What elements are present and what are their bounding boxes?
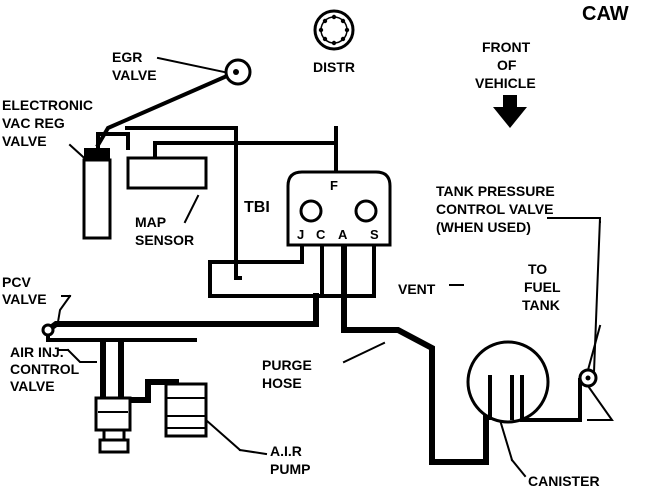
map-sensor-label: MAP SENSOR: [135, 214, 194, 248]
air-injection-valve-label: AIR INJ. CONTROL VALVE: [10, 344, 80, 394]
canister-label: CANISTER: [528, 473, 600, 488]
pcv-valve: [41, 323, 55, 337]
pump-label-line2: PUMP: [270, 461, 310, 477]
tbi-port-f-label: F: [330, 178, 338, 193]
fuel-label-line2: FUEL: [524, 279, 561, 295]
evr-label-line1: ELECTRONIC: [2, 97, 93, 113]
egr-valve: [224, 58, 252, 86]
distributor-cap-icon: [313, 9, 355, 51]
diagram-code: CAW: [582, 3, 629, 25]
air-pump: [164, 382, 208, 438]
air-label-line2: CONTROL: [10, 361, 80, 377]
pump-label-line1: A.I.R: [270, 443, 302, 459]
tank-pressure-control-valve-label: TANK PRESSURE CONTROL VALVE (WHEN USED): [436, 183, 555, 235]
egr-valve-label: EGR VALVE: [112, 49, 157, 83]
to-fuel-tank-label: TO FUEL TANK: [522, 261, 561, 313]
canister: [466, 340, 550, 424]
evr-label-line3: VALVE: [2, 133, 47, 149]
tbi-unit: F J C A S: [286, 170, 392, 247]
pcv-label-line2: VALVE: [2, 291, 47, 307]
tbi-label: TBI: [244, 199, 270, 216]
egr-label-line2: VALVE: [112, 67, 157, 83]
purge-label-line2: HOSE: [262, 375, 302, 391]
front-arrow-icon: [493, 95, 527, 128]
tbi-port-a-label: A: [338, 227, 348, 242]
vent-label: VENT: [398, 281, 436, 297]
air-label-line3: VALVE: [10, 378, 55, 394]
tbi-port-s-label: S: [370, 227, 379, 242]
pcv-label-line1: PCV: [2, 274, 31, 290]
electronic-vac-reg-valve: [82, 148, 112, 240]
tank-pressure-control-valve: [578, 324, 614, 421]
air-pump-label: A.I.R PUMP: [270, 443, 310, 477]
evr-label-line2: VAC REG: [2, 115, 65, 131]
fuel-label-line3: TANK: [522, 297, 560, 313]
pcv-valve-label: PCV VALVE: [2, 274, 47, 307]
map-label-line2: SENSOR: [135, 232, 194, 248]
front-label-line1: FRONT: [482, 39, 531, 55]
purge-label-line1: PURGE: [262, 357, 312, 373]
front-label-line2: OF: [497, 57, 517, 73]
fuel-label-line1: TO: [528, 261, 547, 277]
map-label-line1: MAP: [135, 214, 166, 230]
egr-label-line1: EGR: [112, 49, 142, 65]
front-label-line3: VEHICLE: [475, 75, 536, 91]
front-of-vehicle-label: FRONT OF VEHICLE: [475, 39, 536, 91]
vacuum-hoses: [43, 69, 582, 465]
tpcv-label-line3: (WHEN USED): [436, 219, 531, 235]
air-label-line1: AIR INJ.: [10, 344, 64, 360]
tpcv-label-line1: TANK PRESSURE: [436, 183, 555, 199]
tbi-port-j-label: J: [297, 227, 304, 242]
evr-valve-label: ELECTRONIC VAC REG VALVE: [2, 97, 93, 149]
purge-hose-label: PURGE HOSE: [262, 357, 312, 391]
air-injection-control-valve: [94, 396, 132, 454]
distributor-label: DISTR: [313, 59, 355, 75]
tpcv-label-line2: CONTROL VALVE: [436, 201, 553, 217]
tbi-port-c-label: C: [316, 227, 326, 242]
map-sensor: [126, 156, 208, 190]
